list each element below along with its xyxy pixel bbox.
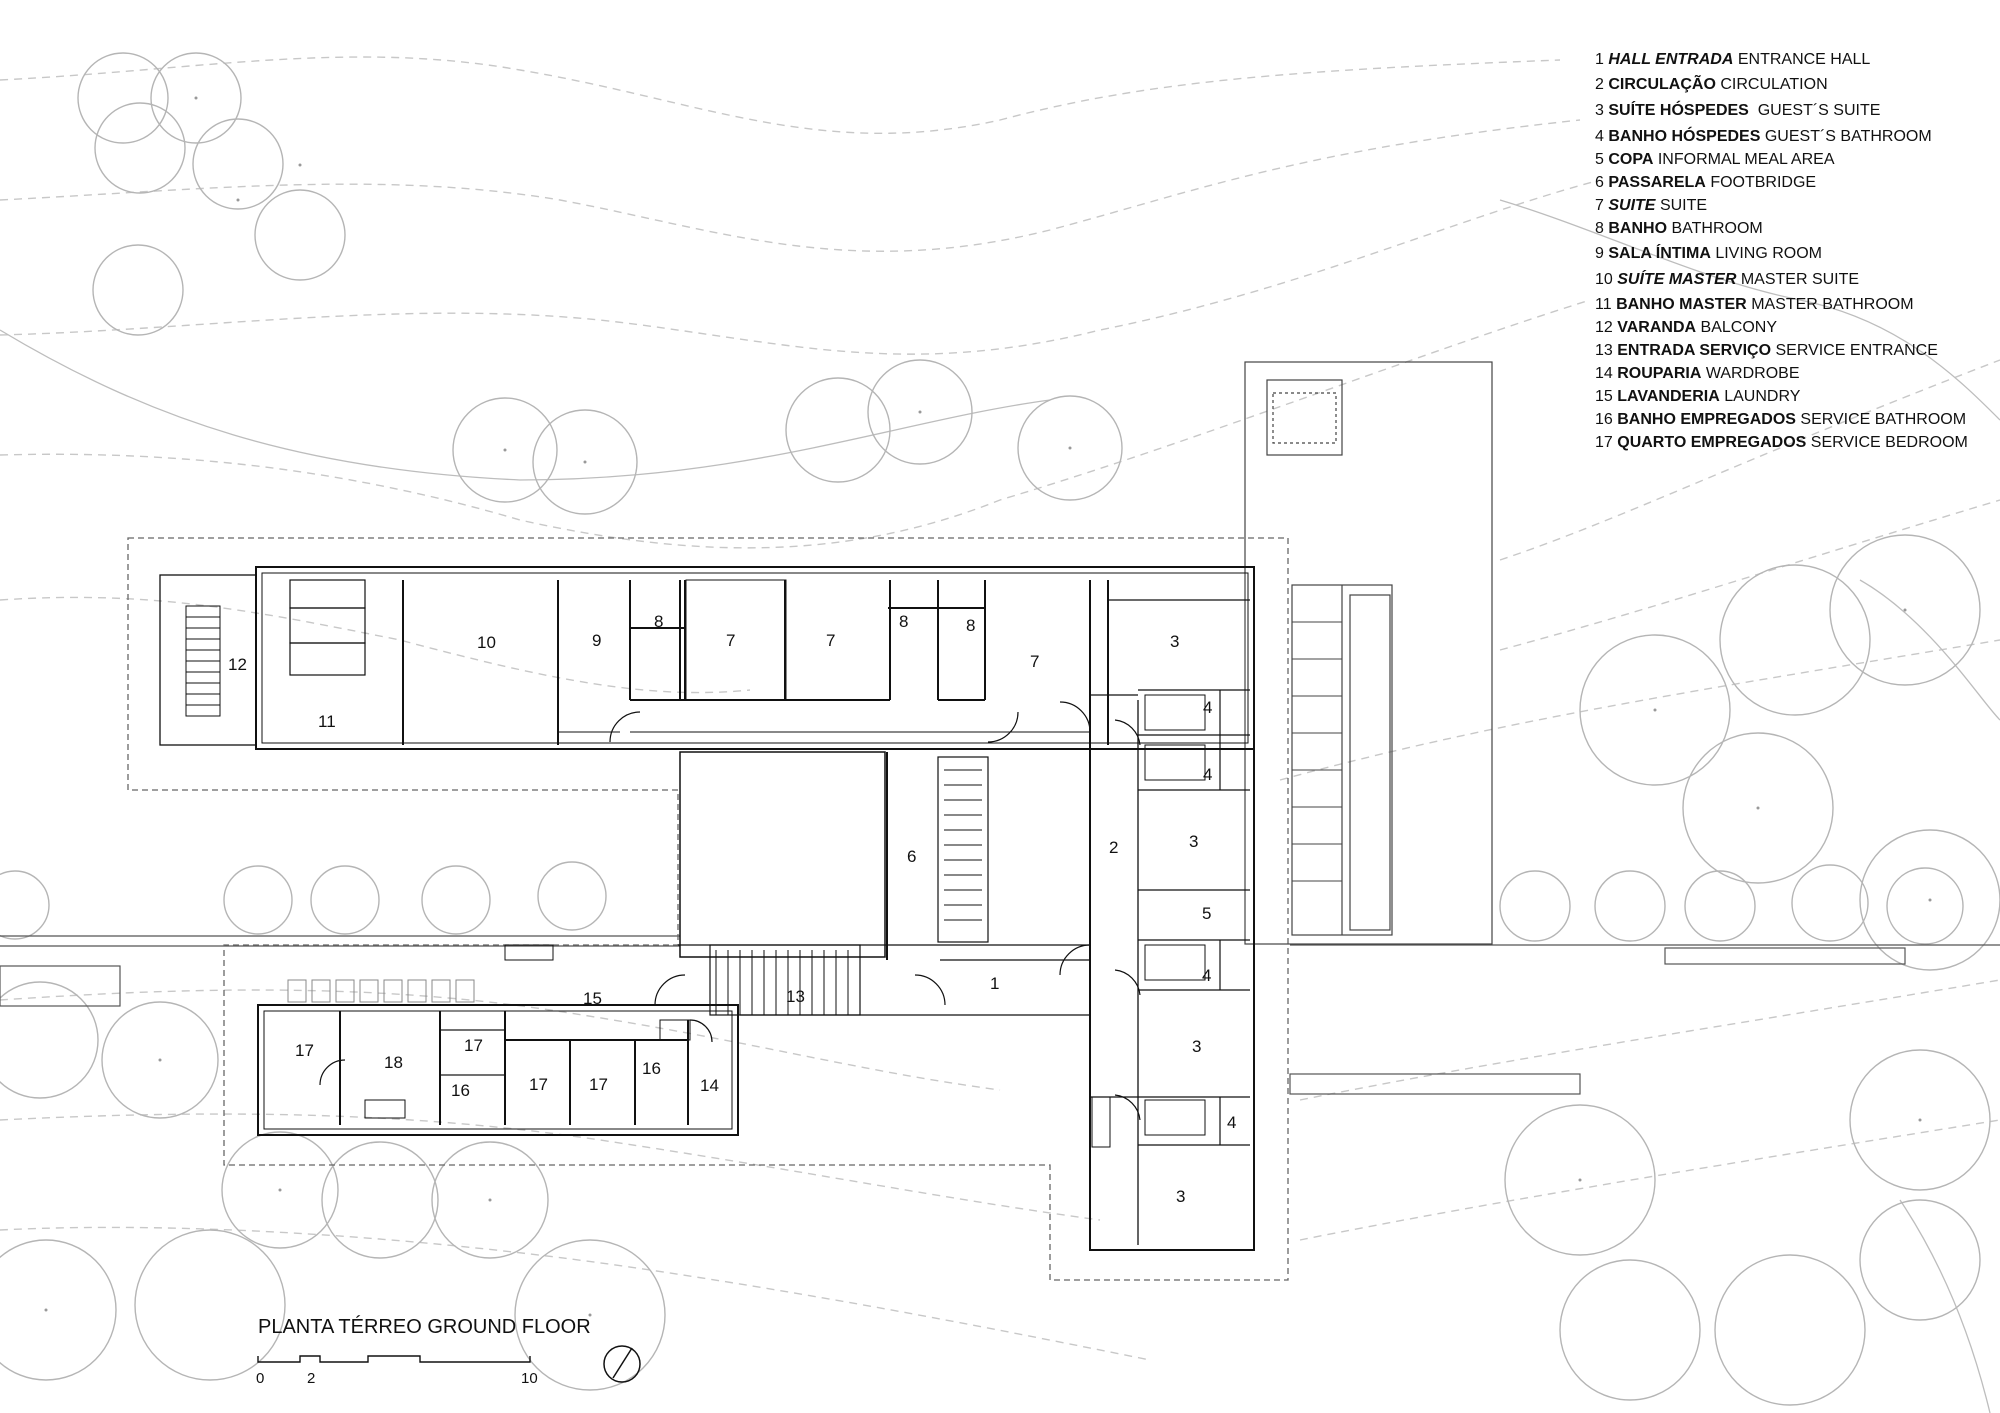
room-label: 7 <box>1030 652 1039 671</box>
legend-item: 7 SUITE SUITE <box>1595 197 1708 214</box>
roof-outline-dashed <box>127 537 1289 1281</box>
scale-label-start: 0 <box>256 1370 265 1387</box>
legend-item: 11 BANHO MASTER MASTER BATHROOM <box>1595 296 1914 313</box>
pool-grid <box>1291 584 1343 936</box>
stairs <box>185 605 982 1015</box>
garden-boxes <box>287 979 475 1003</box>
building-walls <box>159 566 1255 1251</box>
legend-item: 1 HALL ENTRADA ENTRANCE HALL <box>1595 51 1871 68</box>
room-label: 14 <box>700 1076 719 1095</box>
room-label: 17 <box>529 1075 548 1094</box>
legend-item: 16 BANHO EMPREGADOS SERVICE BATHROOM <box>1595 411 1967 428</box>
room-label: 10 <box>477 633 496 652</box>
room-label: 3 <box>1170 632 1179 651</box>
legend-item: 14 ROUPARIA WARDROBE <box>1595 365 1800 382</box>
legend-item: 6 PASSARELA FOOTBRIDGE <box>1595 174 1817 191</box>
door-swings <box>319 701 1141 1121</box>
room-label: 4 <box>1227 1113 1236 1132</box>
legend-item: 5 COPA INFORMAL MEAL AREA <box>1595 151 1835 168</box>
legend-item: 3 SUÍTE HÓSPEDES GUEST´S SUITE <box>1595 102 1881 119</box>
legend-item: 2 CIRCULAÇÃO CIRCULATION <box>1595 76 1828 93</box>
north-arrow-icon <box>603 1345 641 1383</box>
room-label: 5 <box>1202 904 1211 923</box>
room-label: 2 <box>1109 838 1118 857</box>
room-label: 17 <box>589 1075 608 1094</box>
legend-item: 17 QUARTO EMPREGADOS SERVICE BEDROOM <box>1595 434 1968 451</box>
room-label: 17 <box>464 1036 483 1055</box>
room-label: 3 <box>1192 1037 1201 1056</box>
room-label: 11 <box>318 712 336 731</box>
room-label: 4 <box>1202 966 1211 985</box>
room-labels: 12 11 10 9 8 7 7 8 8 7 3 4 4 3 2 6 5 4 1… <box>228 612 1236 1206</box>
room-label: 8 <box>899 612 908 631</box>
room-label: 9 <box>592 631 601 650</box>
room-label: 17 <box>295 1041 314 1060</box>
room-label: 3 <box>1189 832 1198 851</box>
room-label: 7 <box>726 631 735 650</box>
trees <box>0 52 2000 1406</box>
legend-item: 12 VARANDA BALCONY <box>1595 319 1777 336</box>
drawing-title: PLANTA TÉRREO GROUND FLOOR <box>258 1316 591 1339</box>
legend-item: 15 LAVANDERIA LAUNDRY <box>1595 388 1801 405</box>
ground-lines <box>0 935 2000 1095</box>
terrain-contours <box>0 56 2000 1361</box>
scale-label-end: 10 <box>521 1370 538 1387</box>
legend-item: 10 SUÍTE MASTER MASTER SUITE <box>1595 271 1860 288</box>
legend-item: 8 BANHO BATHROOM <box>1595 220 1763 237</box>
pool-annex <box>1244 361 1493 945</box>
legend-item: 9 SALA ÍNTIMA LIVING ROOM <box>1595 245 1823 262</box>
room-label: 18 <box>384 1053 403 1072</box>
legend-item: 4 BANHO HÓSPEDES GUEST´S BATHROOM <box>1595 128 1932 145</box>
scale-label-mid: 2 <box>307 1370 316 1387</box>
scale-bar <box>257 1355 531 1363</box>
room-label: 1 <box>990 974 999 993</box>
room-label: 3 <box>1176 1187 1185 1206</box>
room-label: 15 <box>583 989 602 1008</box>
room-label: 12 <box>228 655 247 674</box>
room-label: 4 <box>1203 698 1212 717</box>
legend-item: 13 ENTRADA SERVIÇO SERVICE ENTRANCE <box>1595 342 1938 359</box>
room-label: 16 <box>642 1059 661 1078</box>
terrain-curves <box>0 199 2000 1413</box>
tree-centers <box>44 96 1932 1317</box>
room-label: 13 <box>786 987 805 1006</box>
room-label: 6 <box>907 847 916 866</box>
room-label: 8 <box>966 616 975 635</box>
room-label: 8 <box>654 612 663 631</box>
room-label: 7 <box>826 631 835 650</box>
room-label: 4 <box>1203 765 1212 784</box>
title-pt: PLANTA TÉRREO <box>258 1316 422 1338</box>
title-en: GROUND FLOOR <box>427 1316 591 1338</box>
room-label: 16 <box>451 1081 470 1100</box>
